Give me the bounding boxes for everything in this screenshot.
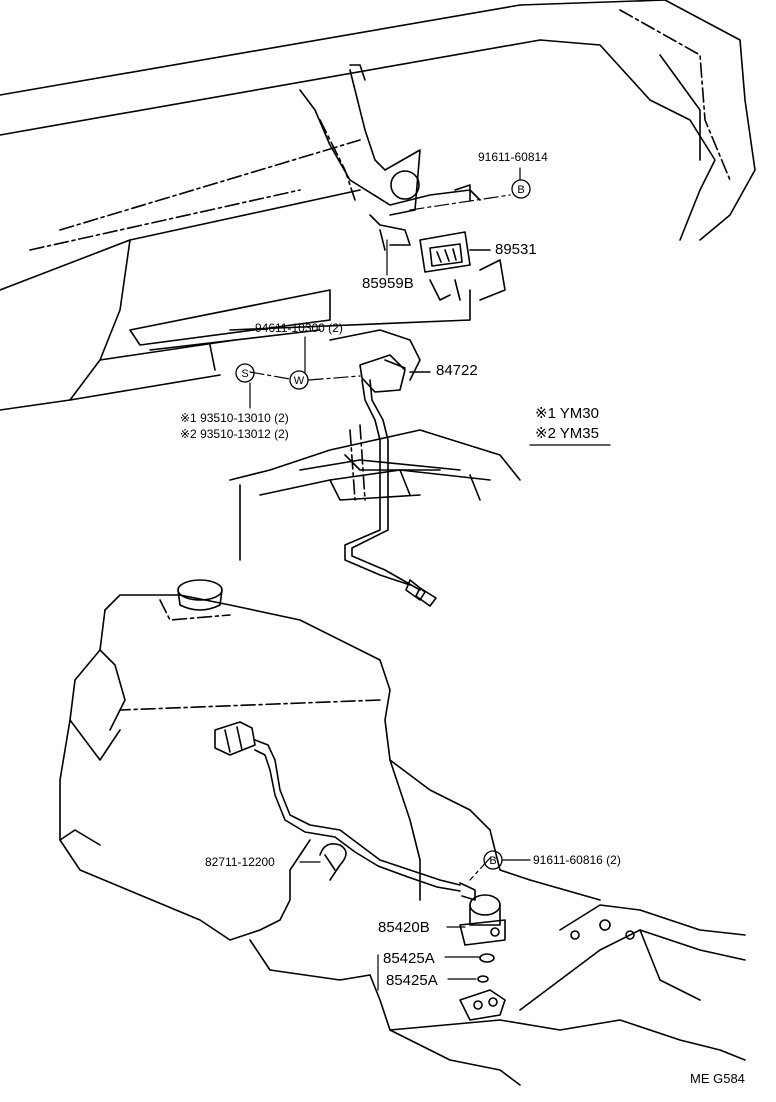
clamp-82711 (319, 842, 347, 881)
part-label-89531: 89531 (495, 241, 537, 258)
relay-89531 (419, 231, 491, 273)
symbol-b-top: B (517, 184, 524, 196)
part-label-85425a-2: 85425A (386, 972, 438, 989)
part-label-85959b: 85959B (362, 275, 414, 292)
solid-leaders (249, 167, 611, 991)
shift-console (229, 424, 521, 561)
symbol-circles (235, 179, 531, 870)
part-label-94611-10300: 94611-10300 (2) (255, 321, 343, 335)
dashboard-panel (0, 0, 756, 411)
part-label-93510-13010: ※1 93510-13010 (2) (180, 411, 289, 425)
part-label-84722: 84722 (436, 362, 478, 379)
relay-bracket (299, 64, 481, 251)
speed-sensor-85420b (459, 894, 506, 946)
o-ring-2 (477, 975, 489, 983)
filler-cap (177, 579, 223, 611)
variant-ym35: ※2 YM35 (535, 425, 599, 442)
engine-block (59, 594, 746, 1086)
part-label-85425a-1: 85425A (383, 950, 435, 967)
variant-ym30: ※1 YM30 (535, 405, 599, 422)
symbol-s: S (241, 368, 248, 380)
part-label-82711-12200: 82711-12200 (205, 855, 275, 869)
speed-sensor-harness (214, 721, 476, 901)
part-label-91611-60816: 91611-60816 (2) (533, 853, 621, 867)
symbol-w: W (294, 375, 305, 387)
o-ring-1 (479, 953, 495, 963)
symbol-b-bottom: B (489, 855, 496, 867)
part-label-91611-60814: 91611-60814 (478, 150, 548, 164)
part-label-85420b: 85420B (378, 919, 430, 936)
sensor-84722 (329, 329, 437, 607)
figure-code: ME G584 (690, 1071, 745, 1086)
dash-leaders (249, 194, 511, 881)
part-label-93510-13012: ※2 93510-13012 (2) (180, 427, 289, 441)
